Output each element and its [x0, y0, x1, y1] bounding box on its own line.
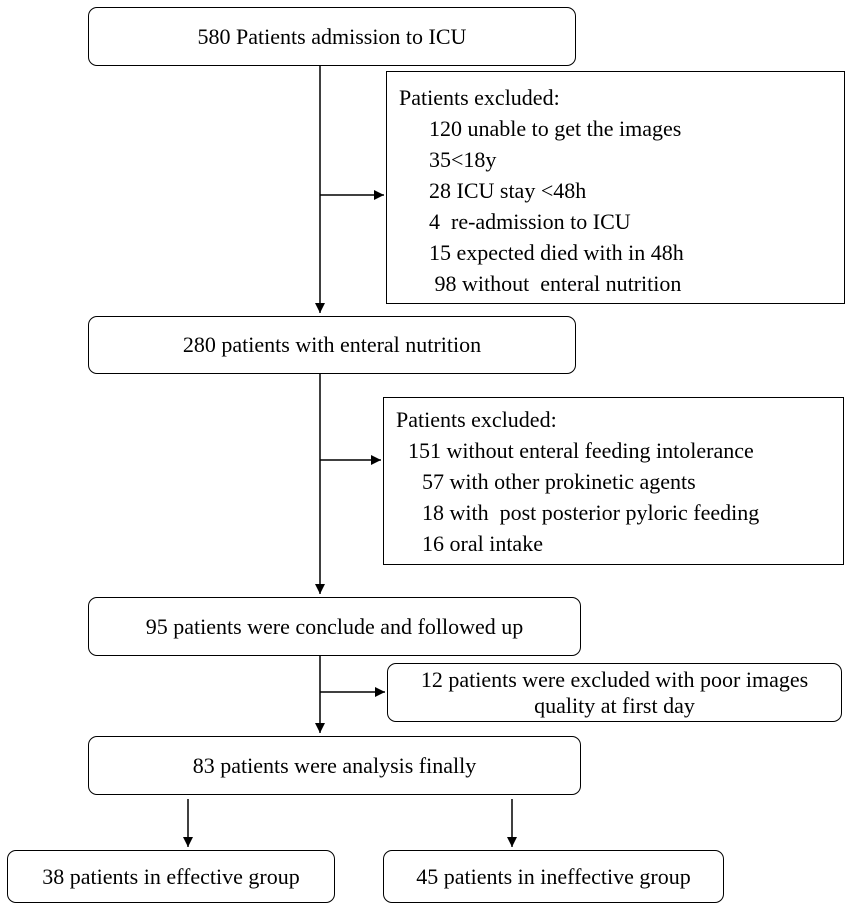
node-admission: 580 Patients admission to ICU	[88, 7, 576, 66]
exclusion-1-item: 15 expected died with in 48h	[429, 240, 684, 265]
exclusion-box-3: 12 patients were excluded with poor imag…	[387, 663, 842, 722]
exclusion-3-line2: quality at first day	[534, 692, 695, 718]
node-admission-label: 580 Patients admission to ICU	[197, 23, 467, 49]
node-ineffective-label: 45 patients in ineffective group	[416, 863, 691, 889]
node-enteral: 280 patients with enteral nutrition	[88, 316, 576, 374]
node-enteral-label: 280 patients with enteral nutrition	[182, 332, 482, 357]
node-analysis: 83 patients were analysis finally	[88, 736, 581, 795]
exclusion-2-item: 16 oral intake	[422, 531, 543, 556]
exclusion-1-item: 28 ICU stay <48h	[429, 178, 587, 203]
node-concluded: 95 patients were conclude and followed u…	[88, 597, 581, 656]
exclusion-box-1-title: Patients excluded:	[399, 85, 560, 110]
exclusion-2-item: 18 with post posterior pyloric feeding	[422, 500, 760, 525]
exclusion-1-item: 98 without enteral nutrition	[429, 271, 682, 296]
exclusion-2-item: 151 without enteral feeding intolerance	[408, 438, 754, 463]
node-effective: 38 patients in effective group	[7, 850, 335, 903]
node-concluded-label: 95 patients were conclude and followed u…	[145, 613, 524, 639]
exclusion-box-2: Patients excluded: 151 without enteral f…	[383, 397, 844, 565]
node-effective-label: 38 patients in effective group	[42, 863, 300, 889]
exclusion-1-item: 4 re-admission to ICU	[429, 209, 631, 234]
exclusion-3-line1: 12 patients were excluded with poor imag…	[420, 666, 809, 692]
exclusion-box-1: Patients excluded: 120 unable to get the…	[386, 71, 845, 304]
exclusion-box-2-title: Patients excluded:	[396, 407, 557, 432]
node-ineffective: 45 patients in ineffective group	[383, 850, 724, 903]
exclusion-1-item: 35<18y	[429, 147, 497, 172]
exclusion-1-item: 120 unable to get the images	[429, 116, 682, 141]
node-analysis-label: 83 patients were analysis finally	[192, 752, 477, 778]
exclusion-2-item: 57 with other prokinetic agents	[422, 469, 696, 494]
